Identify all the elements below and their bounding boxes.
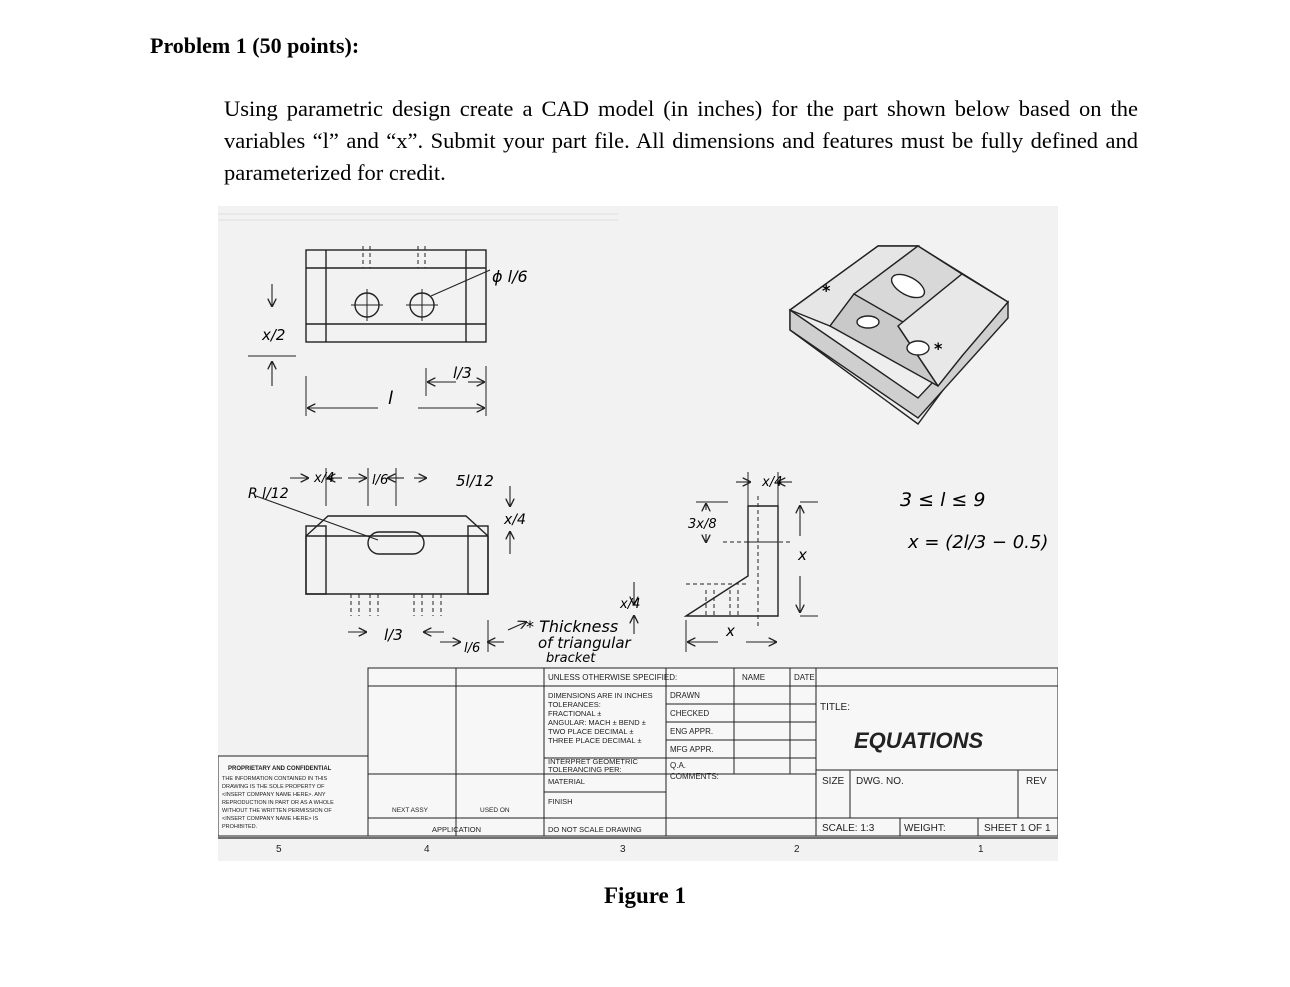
dim-hole-diameter: ϕ l/6 xyxy=(492,267,528,286)
tb-dims-2: TOLERANCES: xyxy=(548,700,601,709)
engineering-drawing: x/2 l l/3 ϕ l/6 * * xyxy=(218,213,1058,855)
equation-range: 3 ≤ l ≤ 9 xyxy=(900,489,985,511)
tb-title-value: EQUATIONS xyxy=(854,728,983,753)
tb-dims-6: THREE PLACE DECIMAL ± xyxy=(548,736,641,745)
tb-proprietary-5: REPRODUCTION IN PART OR AS A WHOLE xyxy=(222,800,334,806)
tb-proprietary-6: WITHOUT THE WRITTEN PERMISSION OF xyxy=(222,808,332,814)
tb-next-assy: NEXT ASSY xyxy=(392,807,429,814)
thickness-note-2: of triangular xyxy=(538,634,632,652)
tb-dims-5: TWO PLACE DECIMAL ± xyxy=(548,727,634,736)
iso-hole-1 xyxy=(856,315,880,329)
iso-star-left: * xyxy=(822,281,831,300)
tb-date: DATE xyxy=(794,673,815,682)
top-view xyxy=(248,246,491,416)
tb-unless: UNLESS OTHERWISE SPECIFIED: xyxy=(548,673,677,682)
tb-do-not-scale: DO NOT SCALE DRAWING xyxy=(548,825,642,834)
tb-proprietary-title: PROPRIETARY AND CONFIDENTIAL xyxy=(228,766,332,772)
tb-proprietary-2: THE INFORMATION CONTAINED IN THIS xyxy=(222,776,327,782)
figure-caption: Figure 1 xyxy=(604,883,686,908)
problem-statement: Using parametric design create a CAD mod… xyxy=(224,96,1138,185)
dim-x-bottom: x xyxy=(725,622,735,640)
tb-used-on: USED ON xyxy=(480,807,510,814)
tb-title-label: TITLE: xyxy=(820,702,850,713)
dim-l: l xyxy=(388,388,393,409)
tb-dims-1: DIMENSIONS ARE IN INCHES xyxy=(548,691,653,700)
tb-qa: Q.A. xyxy=(670,761,686,770)
tb-dwg-no: DWG. NO. xyxy=(856,776,904,787)
dim-x-quarter-bracket: x/4 xyxy=(619,597,640,612)
tb-material: MATERIAL xyxy=(548,777,585,786)
title-block-text: UNLESS OTHERWISE SPECIFIED: NAME DATE DI… xyxy=(222,673,1051,855)
iso-hole-2 xyxy=(906,340,930,356)
problem-title: Problem 1 (50 points): xyxy=(150,33,360,58)
zone-5: 5 xyxy=(276,844,282,855)
tb-application: APPLICATION xyxy=(432,825,481,834)
tb-dims-3: FRACTIONAL ± xyxy=(548,709,601,718)
tb-checked: CHECKED xyxy=(670,709,709,718)
scan-artifacts xyxy=(218,213,618,221)
tb-proprietary-7: <INSERT COMPANY NAME HERE> IS xyxy=(222,816,319,822)
title-block xyxy=(218,667,1058,839)
tb-mfg-appr: MFG APPR. xyxy=(670,745,714,754)
tb-interpret-1: INTERPRET GEOMETRIC xyxy=(548,757,638,766)
zone-2: 2 xyxy=(794,844,800,855)
tb-eng-appr: ENG APPR. xyxy=(670,727,713,736)
tb-size: SIZE xyxy=(822,776,845,787)
tb-comments: COMMENTS: xyxy=(670,772,719,781)
tb-proprietary-3: DRAWING IS THE SOLE PROPERTY OF xyxy=(222,784,325,790)
dim-3x-8: 3x/8 xyxy=(688,517,717,532)
side-view xyxy=(683,472,818,652)
tb-interpret-2: TOLERANCING PER: xyxy=(548,765,622,774)
dim-l-sixth: l/6 xyxy=(372,473,388,488)
dim-l-sixth-bottom: l/6 xyxy=(464,641,480,656)
zone-3: 3 xyxy=(620,844,626,855)
isometric-view xyxy=(788,245,1010,425)
dim-x-side: x xyxy=(797,546,807,564)
dim-x-quarter-top: x/4 xyxy=(761,475,782,490)
tb-weight: WEIGHT: xyxy=(904,823,946,834)
dim-x-quarter: x/4 xyxy=(313,471,334,486)
thickness-note-3: bracket xyxy=(546,651,596,666)
dim-x-half: x/2 xyxy=(261,326,285,344)
tb-proprietary-8: PROHIBITED. xyxy=(222,824,258,830)
front-view xyxy=(255,468,634,652)
dim-l-third: l/3 xyxy=(453,364,472,382)
tb-drawn: DRAWN xyxy=(670,691,700,700)
tb-name: NAME xyxy=(742,673,765,682)
tb-finish: FINISH xyxy=(548,797,573,806)
dim-radius: R l/12 xyxy=(248,486,289,502)
dim-l-third-bottom: l/3 xyxy=(384,626,403,644)
tb-scale: SCALE: 1:3 xyxy=(822,823,875,834)
tb-rev: REV xyxy=(1026,776,1047,787)
drawing-figure: x/2 l l/3 ϕ l/6 * * xyxy=(218,206,1058,861)
iso-star-right: * xyxy=(934,339,943,358)
tb-proprietary-4: <INSERT COMPANY NAME HERE>. ANY xyxy=(222,792,326,798)
dim-5l-12: 5l/12 xyxy=(456,472,494,490)
dim-x-quarter-right: x/4 xyxy=(503,512,526,528)
thickness-note-1: * Thickness xyxy=(526,617,618,636)
tb-dims-4: ANGULAR: MACH ± BEND ± xyxy=(548,718,646,727)
zone-4: 4 xyxy=(424,844,430,855)
front-slot xyxy=(367,531,425,555)
tb-sheet: SHEET 1 OF 1 xyxy=(984,823,1051,834)
zone-1: 1 xyxy=(978,844,984,855)
iso-slot xyxy=(890,273,926,299)
equation-x: x = (2l/3 − 0.5) xyxy=(907,532,1048,553)
